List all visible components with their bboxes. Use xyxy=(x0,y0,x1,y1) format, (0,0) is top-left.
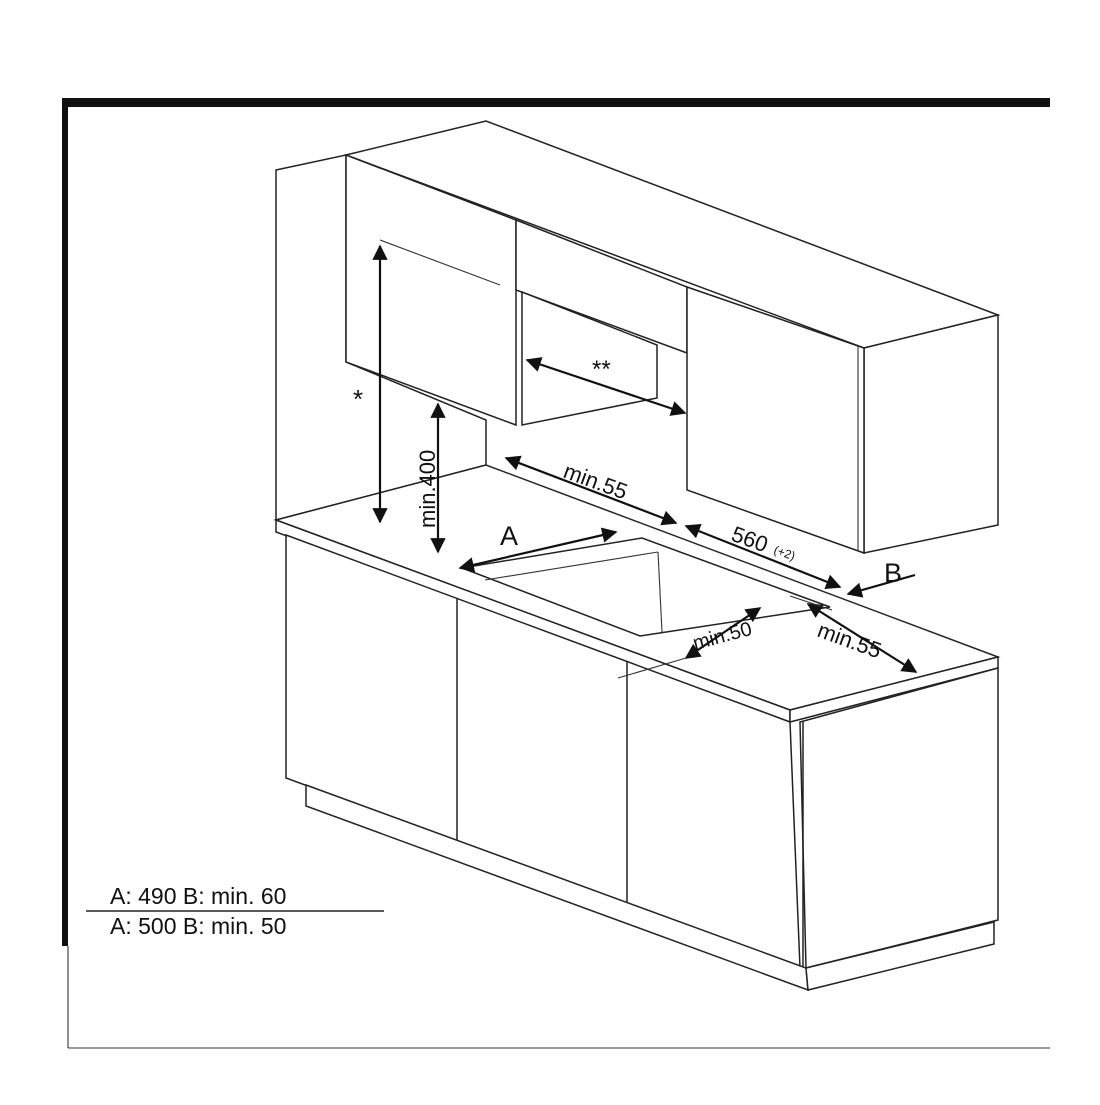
label-560: 560 xyxy=(728,521,771,557)
upper-cabinets xyxy=(343,120,1001,555)
base-cabinet-side xyxy=(799,667,999,969)
upper-cabinet-right-door xyxy=(686,285,865,555)
label-double-star: ** xyxy=(592,356,611,383)
label-560-tolerance: (+2) xyxy=(772,543,797,564)
dimensions xyxy=(372,239,918,679)
label-min400: min.400 xyxy=(415,450,440,528)
dim-hood-arrow xyxy=(525,357,687,416)
upper-cabinet-left-door xyxy=(345,153,517,427)
dim-min50-arrow xyxy=(684,607,762,659)
dim-min50-extension xyxy=(617,657,687,679)
dim-min55-rear-arrow xyxy=(504,455,678,526)
dim-A-arrow xyxy=(458,527,618,573)
extension-line-top xyxy=(379,239,501,286)
dim-min55-side-arrow xyxy=(806,603,918,673)
upper-cabinet-side xyxy=(863,314,999,554)
label-star: * xyxy=(353,384,363,414)
label-B: B xyxy=(884,558,902,588)
frame-left-bar xyxy=(62,98,68,946)
plinth-side xyxy=(805,921,995,991)
base-cabinets xyxy=(285,533,999,992)
dim-side-extension xyxy=(789,595,833,611)
cutout-inner-right xyxy=(657,551,663,633)
dim-560-arrow xyxy=(684,523,842,590)
legend-row-1: A: 490 B: min. 60 xyxy=(110,883,286,909)
legend-row-2: A: 500 B: min. 50 xyxy=(110,913,286,939)
frame xyxy=(62,98,1050,1049)
legend: A: 490 B: min. 60 A: 500 B: min. 50 xyxy=(86,883,384,939)
frame-top-bar xyxy=(62,98,1050,107)
label-A: A xyxy=(500,521,518,551)
dim-B-arrow xyxy=(846,573,916,598)
